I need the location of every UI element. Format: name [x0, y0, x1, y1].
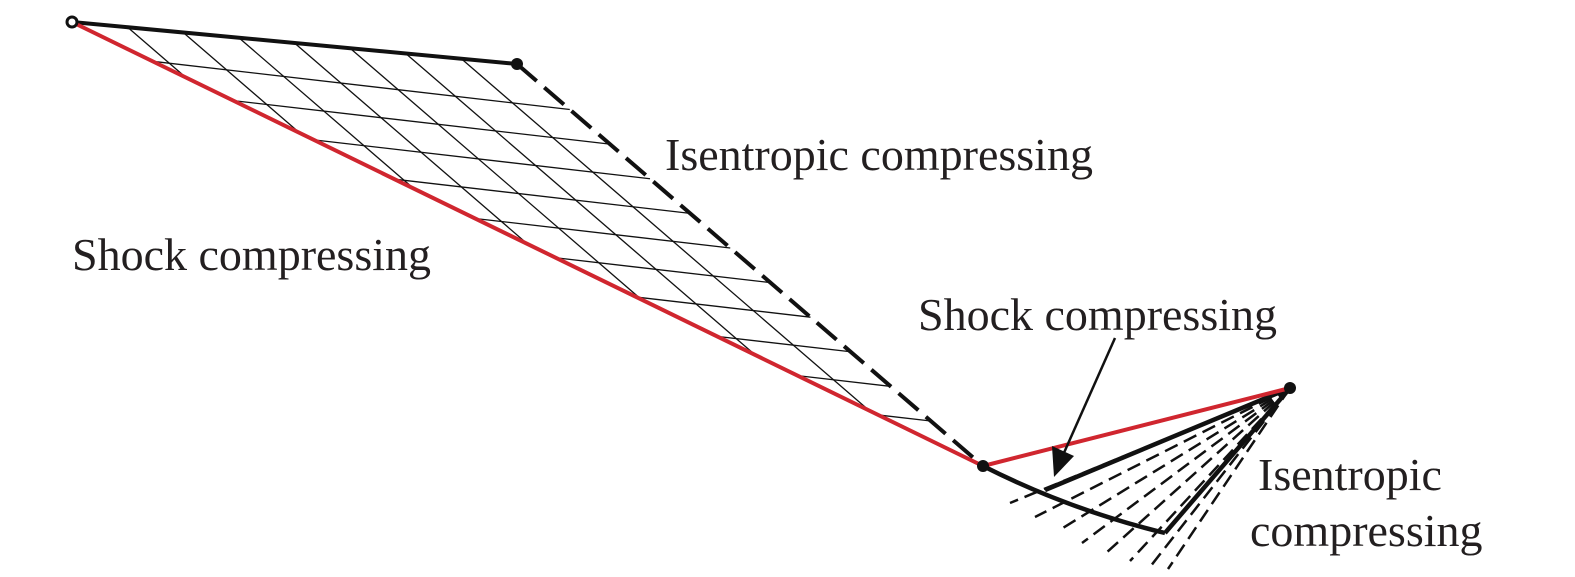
lower-shock-line [982, 386, 1291, 468]
fan-dashed-line [1034, 386, 1291, 519]
mesh-line [475, 217, 731, 249]
mesh-line [460, 58, 870, 411]
fan-dashed-line [1166, 387, 1292, 570]
mesh-line [127, 26, 187, 78]
label-lower-shock: Shock compressing [918, 289, 1278, 340]
mesh-line [294, 42, 528, 245]
mesh-line [182, 32, 301, 134]
mesh-line [716, 335, 851, 353]
arrow-shaft [1061, 337, 1117, 456]
lower-curved-wall [981, 463, 1166, 536]
mesh-line [238, 37, 415, 189]
label-upper-isentropic: Isentropic compressing [665, 129, 1093, 180]
upper-shock-line [71, 20, 984, 468]
isentropic-wave-dashed-line [515, 62, 985, 468]
label-upper-shock: Shock compressing [72, 229, 432, 280]
point-marker [977, 460, 989, 472]
mesh-line [233, 99, 610, 145]
mesh-line [636, 296, 811, 318]
mesh-line [797, 374, 891, 388]
mesh-line [555, 257, 771, 284]
fan-dashed-line [1081, 386, 1291, 545]
point-marker [1284, 382, 1296, 394]
mesh-line [394, 178, 691, 214]
fan-dashed-line [1149, 387, 1291, 568]
mesh-line [152, 60, 570, 111]
label-lower-isentropic-2: compressing [1250, 505, 1483, 556]
upper-wall-line [71, 20, 518, 66]
mesh-line [313, 139, 651, 180]
mesh-line [878, 414, 931, 422]
fan-leading-line [1044, 385, 1291, 493]
label-lower-isentropic-1: Isentropic [1258, 449, 1442, 500]
point-marker [65, 15, 79, 29]
fan-dashed-line [1057, 386, 1291, 533]
mesh-line [405, 53, 756, 356]
point-marker [511, 58, 523, 70]
arrow-head-icon [1052, 446, 1074, 477]
fan-trailing-line [1163, 386, 1292, 535]
